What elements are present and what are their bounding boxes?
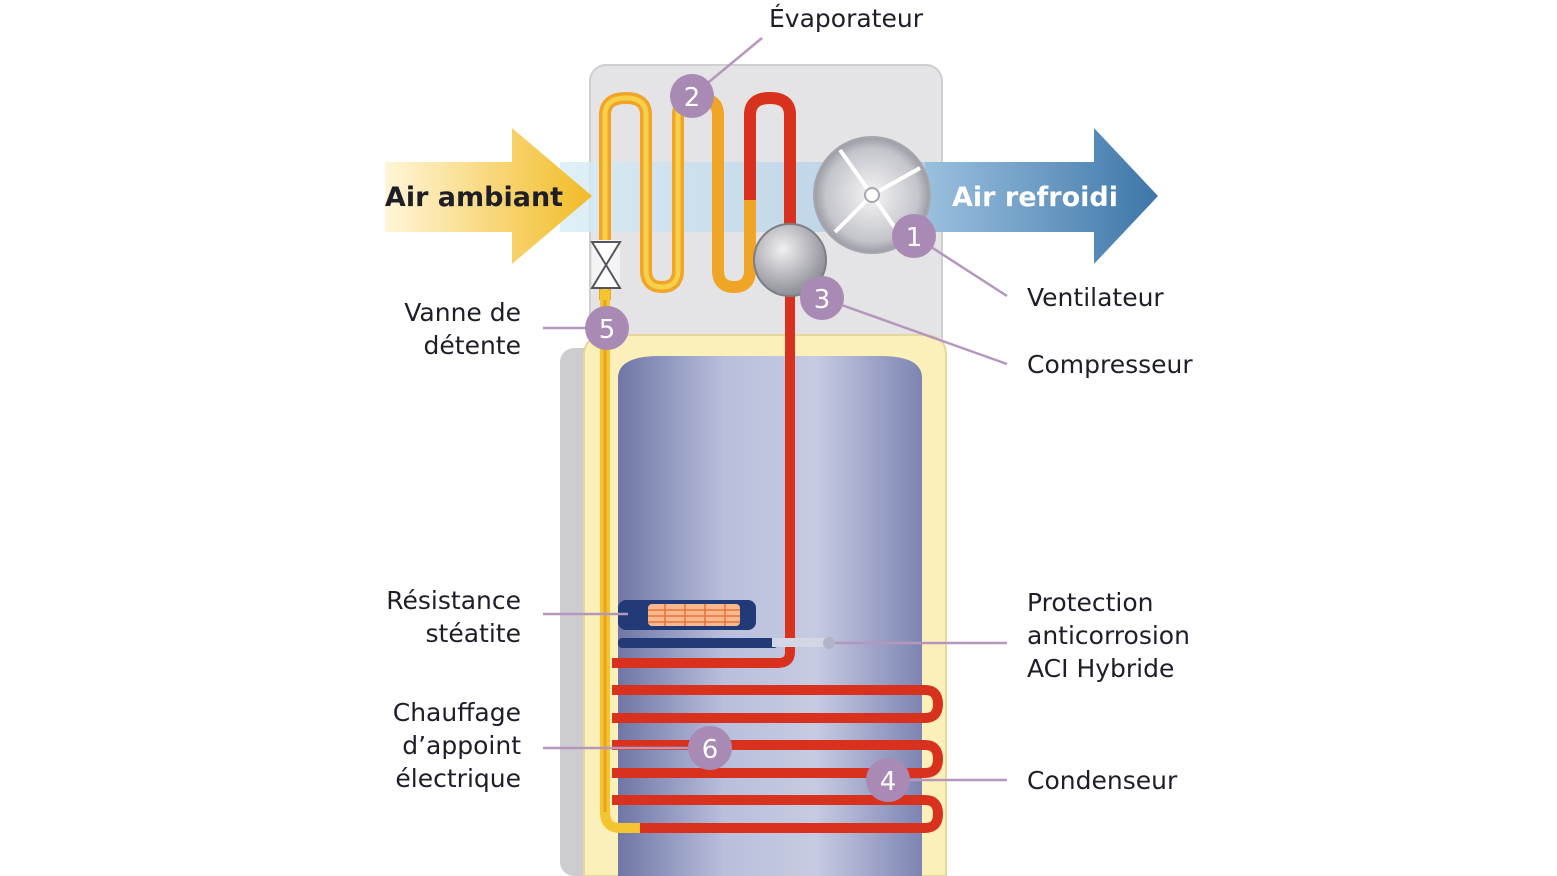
label-chauffage-line-1: Chauffage — [393, 698, 521, 727]
label-protection-line-1: Protection — [1027, 588, 1153, 617]
badge-1-number: 1 — [906, 223, 923, 253]
label-condenseur: Condenseur — [1027, 766, 1178, 795]
air-out-label: Air refroidi — [952, 182, 1118, 213]
badge-5-number: 5 — [599, 315, 616, 345]
air-in-arrow: Air ambiant — [385, 128, 592, 264]
badge-6: 6 — [688, 726, 732, 770]
expansion-valve — [590, 240, 622, 289]
badge-3-number: 3 — [814, 285, 831, 315]
badge-2-number: 2 — [684, 83, 701, 113]
label-compresseur: Compresseur — [1027, 350, 1193, 379]
badge-2: 2 — [670, 74, 714, 118]
label-evaporateur: Évaporateur — [769, 4, 924, 33]
evaporator-outlet-hot — [744, 91, 796, 245]
label-resistance-line-1: Résistance — [386, 586, 521, 615]
badge-5: 5 — [585, 306, 629, 350]
liquid-return-line — [600, 290, 640, 833]
compressor — [753, 223, 827, 297]
badge-4-number: 4 — [880, 767, 897, 797]
label-chauffage-line-2: d’appoint — [402, 731, 521, 760]
evaporator-coil-highlight — [602, 95, 699, 300]
hot-discharge-line — [612, 290, 795, 668]
anticorrosion-anode — [772, 637, 835, 649]
label-protection-line-2: anticorrosion — [1027, 621, 1190, 650]
label-vanne-line-2: détente — [424, 331, 521, 360]
label-ventilateur: Ventilateur — [1027, 283, 1164, 312]
label-vanne-line-1: Vanne de — [404, 298, 521, 327]
air-out-arrow: Air refroidi — [925, 128, 1158, 264]
label-protection-line-3: ACI Hybride — [1027, 654, 1174, 683]
leader-compresseur — [821, 296, 1008, 366]
badge-4: 4 — [866, 758, 910, 802]
label-resistance-line-2: stéatite — [426, 619, 521, 648]
badge-6-number: 6 — [702, 735, 719, 765]
label-chauffage-line-3: électrique — [395, 764, 521, 793]
badge-3: 3 — [800, 276, 844, 320]
badge-1: 1 — [892, 214, 936, 258]
steatite-resistance — [618, 600, 778, 648]
air-in-label: Air ambiant — [385, 182, 563, 213]
condenser-coil — [612, 685, 944, 833]
